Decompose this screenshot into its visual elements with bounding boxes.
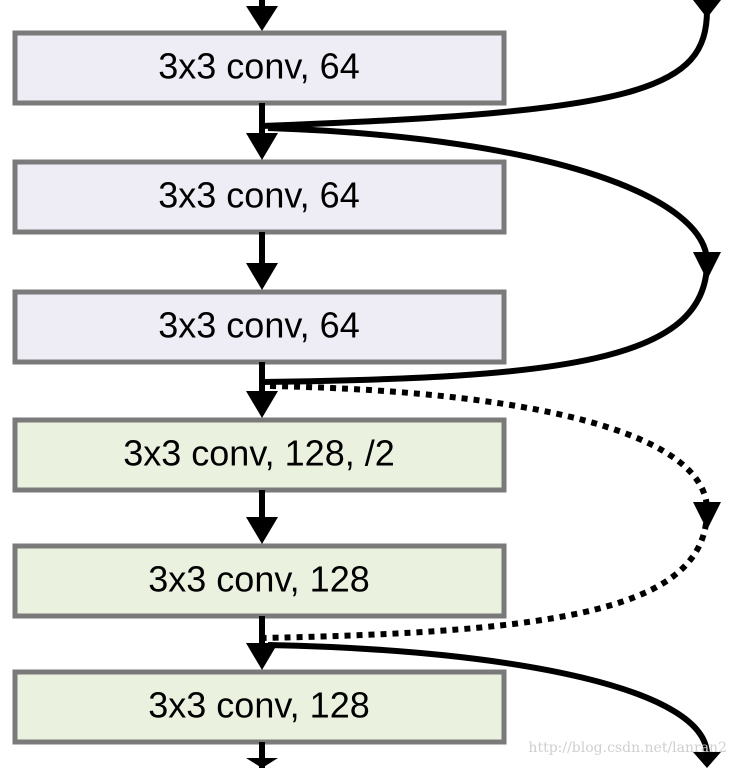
shortcut-top-to-add-1	[261, 9, 710, 129]
layer-box	[12, 417, 507, 493]
main-path-arrows	[246, 0, 278, 768]
layer-0: 3x3 conv, 64	[12, 30, 507, 106]
layer-2: 3x3 conv, 64	[12, 289, 507, 365]
shortcut-top-arrowhead	[693, 0, 721, 18]
layer-label: 3x3 conv, 128	[148, 685, 369, 726]
layer-label: 3x3 conv, 64	[158, 305, 359, 346]
shortcut-dashed-arrowhead	[693, 502, 721, 530]
shortcut-bottom-arrowhead	[693, 752, 721, 768]
layer-label: 3x3 conv, 64	[158, 175, 359, 216]
watermark-text: http://blog.csdn.net/lanran2	[528, 740, 727, 756]
shortcut-add-5-to-bottom	[267, 642, 710, 756]
layer-3: 3x3 conv, 128, /2	[12, 417, 507, 493]
arrowhead-3-4	[246, 517, 278, 544]
arrowhead-1-2	[246, 263, 278, 290]
shortcut-1-arrowhead	[693, 252, 721, 280]
layer-box	[12, 669, 507, 745]
arrowhead-2-3	[246, 391, 278, 418]
layer-label: 3x3 conv, 128	[148, 559, 369, 600]
layer-label: 3x3 conv, 64	[158, 46, 359, 87]
arrowhead-in-0	[246, 6, 278, 31]
arrowhead-0-1	[246, 133, 278, 160]
layer-4: 3x3 conv, 128	[12, 543, 507, 619]
layer-label: 3x3 conv, 128, /2	[123, 433, 395, 474]
shortcut-arrows	[261, 0, 721, 768]
layer-5: 3x3 conv, 128	[12, 669, 507, 745]
arrowhead-5-out	[246, 758, 278, 768]
arrowhead-4-5	[246, 643, 278, 670]
layer-1: 3x3 conv, 64	[12, 159, 507, 235]
